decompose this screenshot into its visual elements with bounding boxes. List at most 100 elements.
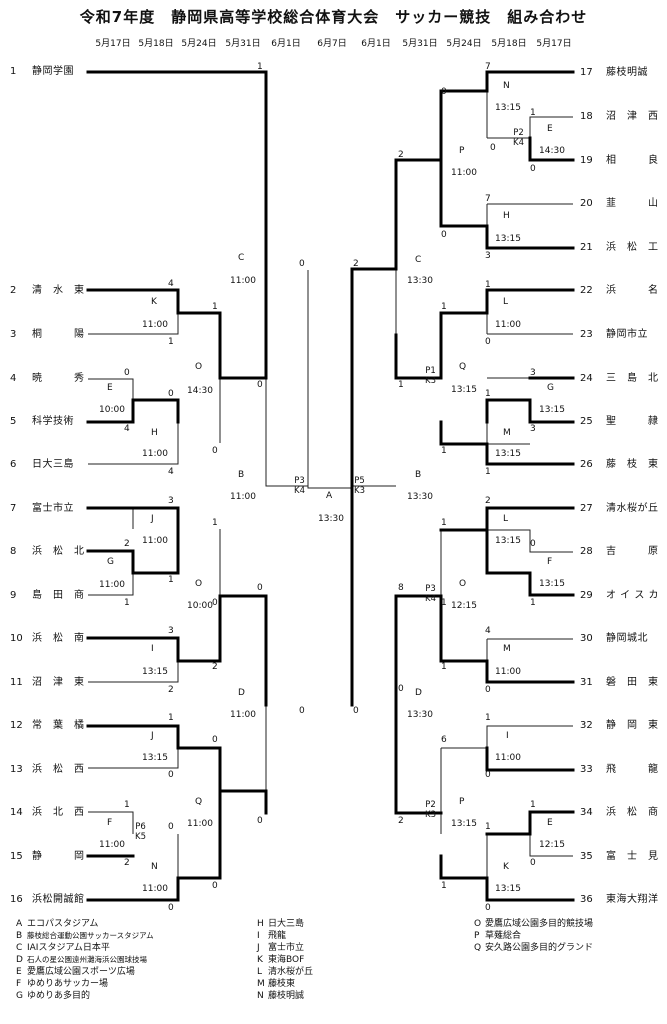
score: 1 bbox=[398, 380, 404, 390]
match-time: 13:15 bbox=[495, 536, 521, 546]
score: 2 bbox=[168, 685, 174, 695]
score: 3 bbox=[530, 424, 536, 434]
score: 1 bbox=[124, 800, 130, 810]
match-time: 11:00 bbox=[230, 710, 256, 720]
match-venue: F bbox=[107, 818, 113, 828]
match-venue: G bbox=[547, 383, 554, 393]
score: 3 bbox=[168, 626, 174, 636]
score: 2 bbox=[398, 150, 404, 160]
score: 2 bbox=[398, 816, 404, 826]
score: 0 bbox=[530, 164, 536, 174]
match-time: 13:15 bbox=[539, 405, 565, 415]
score: 8 bbox=[398, 583, 404, 593]
match-venue: O bbox=[459, 579, 467, 589]
score: 6 bbox=[441, 735, 447, 745]
match-time: 11:00 bbox=[99, 840, 125, 850]
score: 0 bbox=[485, 770, 491, 780]
score: 2 bbox=[124, 539, 130, 549]
match-time: 12:15 bbox=[451, 601, 477, 611]
score: 1 bbox=[485, 280, 491, 290]
score: 1 bbox=[441, 881, 447, 891]
score: 0 bbox=[299, 706, 305, 716]
score: 1 bbox=[530, 598, 536, 608]
match-time: 11:00 bbox=[230, 276, 256, 286]
score: 7 bbox=[485, 194, 491, 204]
match-venue: I bbox=[506, 731, 509, 741]
match-time: 10:00 bbox=[187, 601, 213, 611]
score: 1 bbox=[212, 302, 218, 312]
match-venue: K bbox=[503, 862, 509, 872]
match-time: 13:15 bbox=[495, 234, 521, 244]
match-venue: J bbox=[151, 514, 154, 524]
match-venue: H bbox=[151, 428, 158, 438]
match-venue: C bbox=[415, 255, 422, 265]
score: 0 bbox=[124, 368, 130, 378]
score: 0 bbox=[441, 87, 447, 97]
match-time: 13:15 bbox=[495, 449, 521, 459]
match-venue: F bbox=[547, 557, 553, 567]
score: 1 bbox=[168, 713, 174, 723]
score: 1 bbox=[257, 62, 263, 72]
score: 0 bbox=[212, 598, 218, 608]
match-venue: L bbox=[503, 514, 509, 524]
match-time: 13:15 bbox=[451, 385, 477, 395]
score: 1 bbox=[485, 389, 491, 399]
score: 1 bbox=[441, 662, 447, 672]
score: 4 bbox=[485, 626, 491, 636]
score: 0 bbox=[485, 903, 491, 913]
score: 0 bbox=[168, 903, 174, 913]
score: 0 bbox=[353, 706, 359, 716]
match-time: 11:00 bbox=[230, 492, 256, 502]
round-date: 6月1日 bbox=[361, 39, 391, 49]
round-date: 6月7日 bbox=[317, 39, 347, 49]
match-venue: N bbox=[503, 81, 510, 91]
match-venue: B bbox=[415, 470, 422, 480]
round-date: 5月31日 bbox=[402, 39, 438, 49]
match-time: 11:00 bbox=[142, 884, 168, 894]
match-time: 13:15 bbox=[142, 753, 168, 763]
score: 4 bbox=[168, 279, 174, 289]
score: 1 bbox=[441, 518, 447, 528]
match-venue: C bbox=[238, 253, 245, 263]
match-time: 10:00 bbox=[99, 405, 125, 415]
match-time: 11:00 bbox=[187, 819, 213, 829]
score: 7 bbox=[485, 62, 491, 72]
score: 0 bbox=[490, 143, 496, 153]
match-time: 11:00 bbox=[142, 536, 168, 546]
match-time: 11:00 bbox=[142, 320, 168, 330]
match-venue: P bbox=[459, 797, 465, 807]
score: 0 bbox=[299, 259, 305, 269]
match-venue: M bbox=[503, 644, 511, 654]
match-venue: K bbox=[151, 297, 157, 307]
score: 1 bbox=[168, 575, 174, 585]
